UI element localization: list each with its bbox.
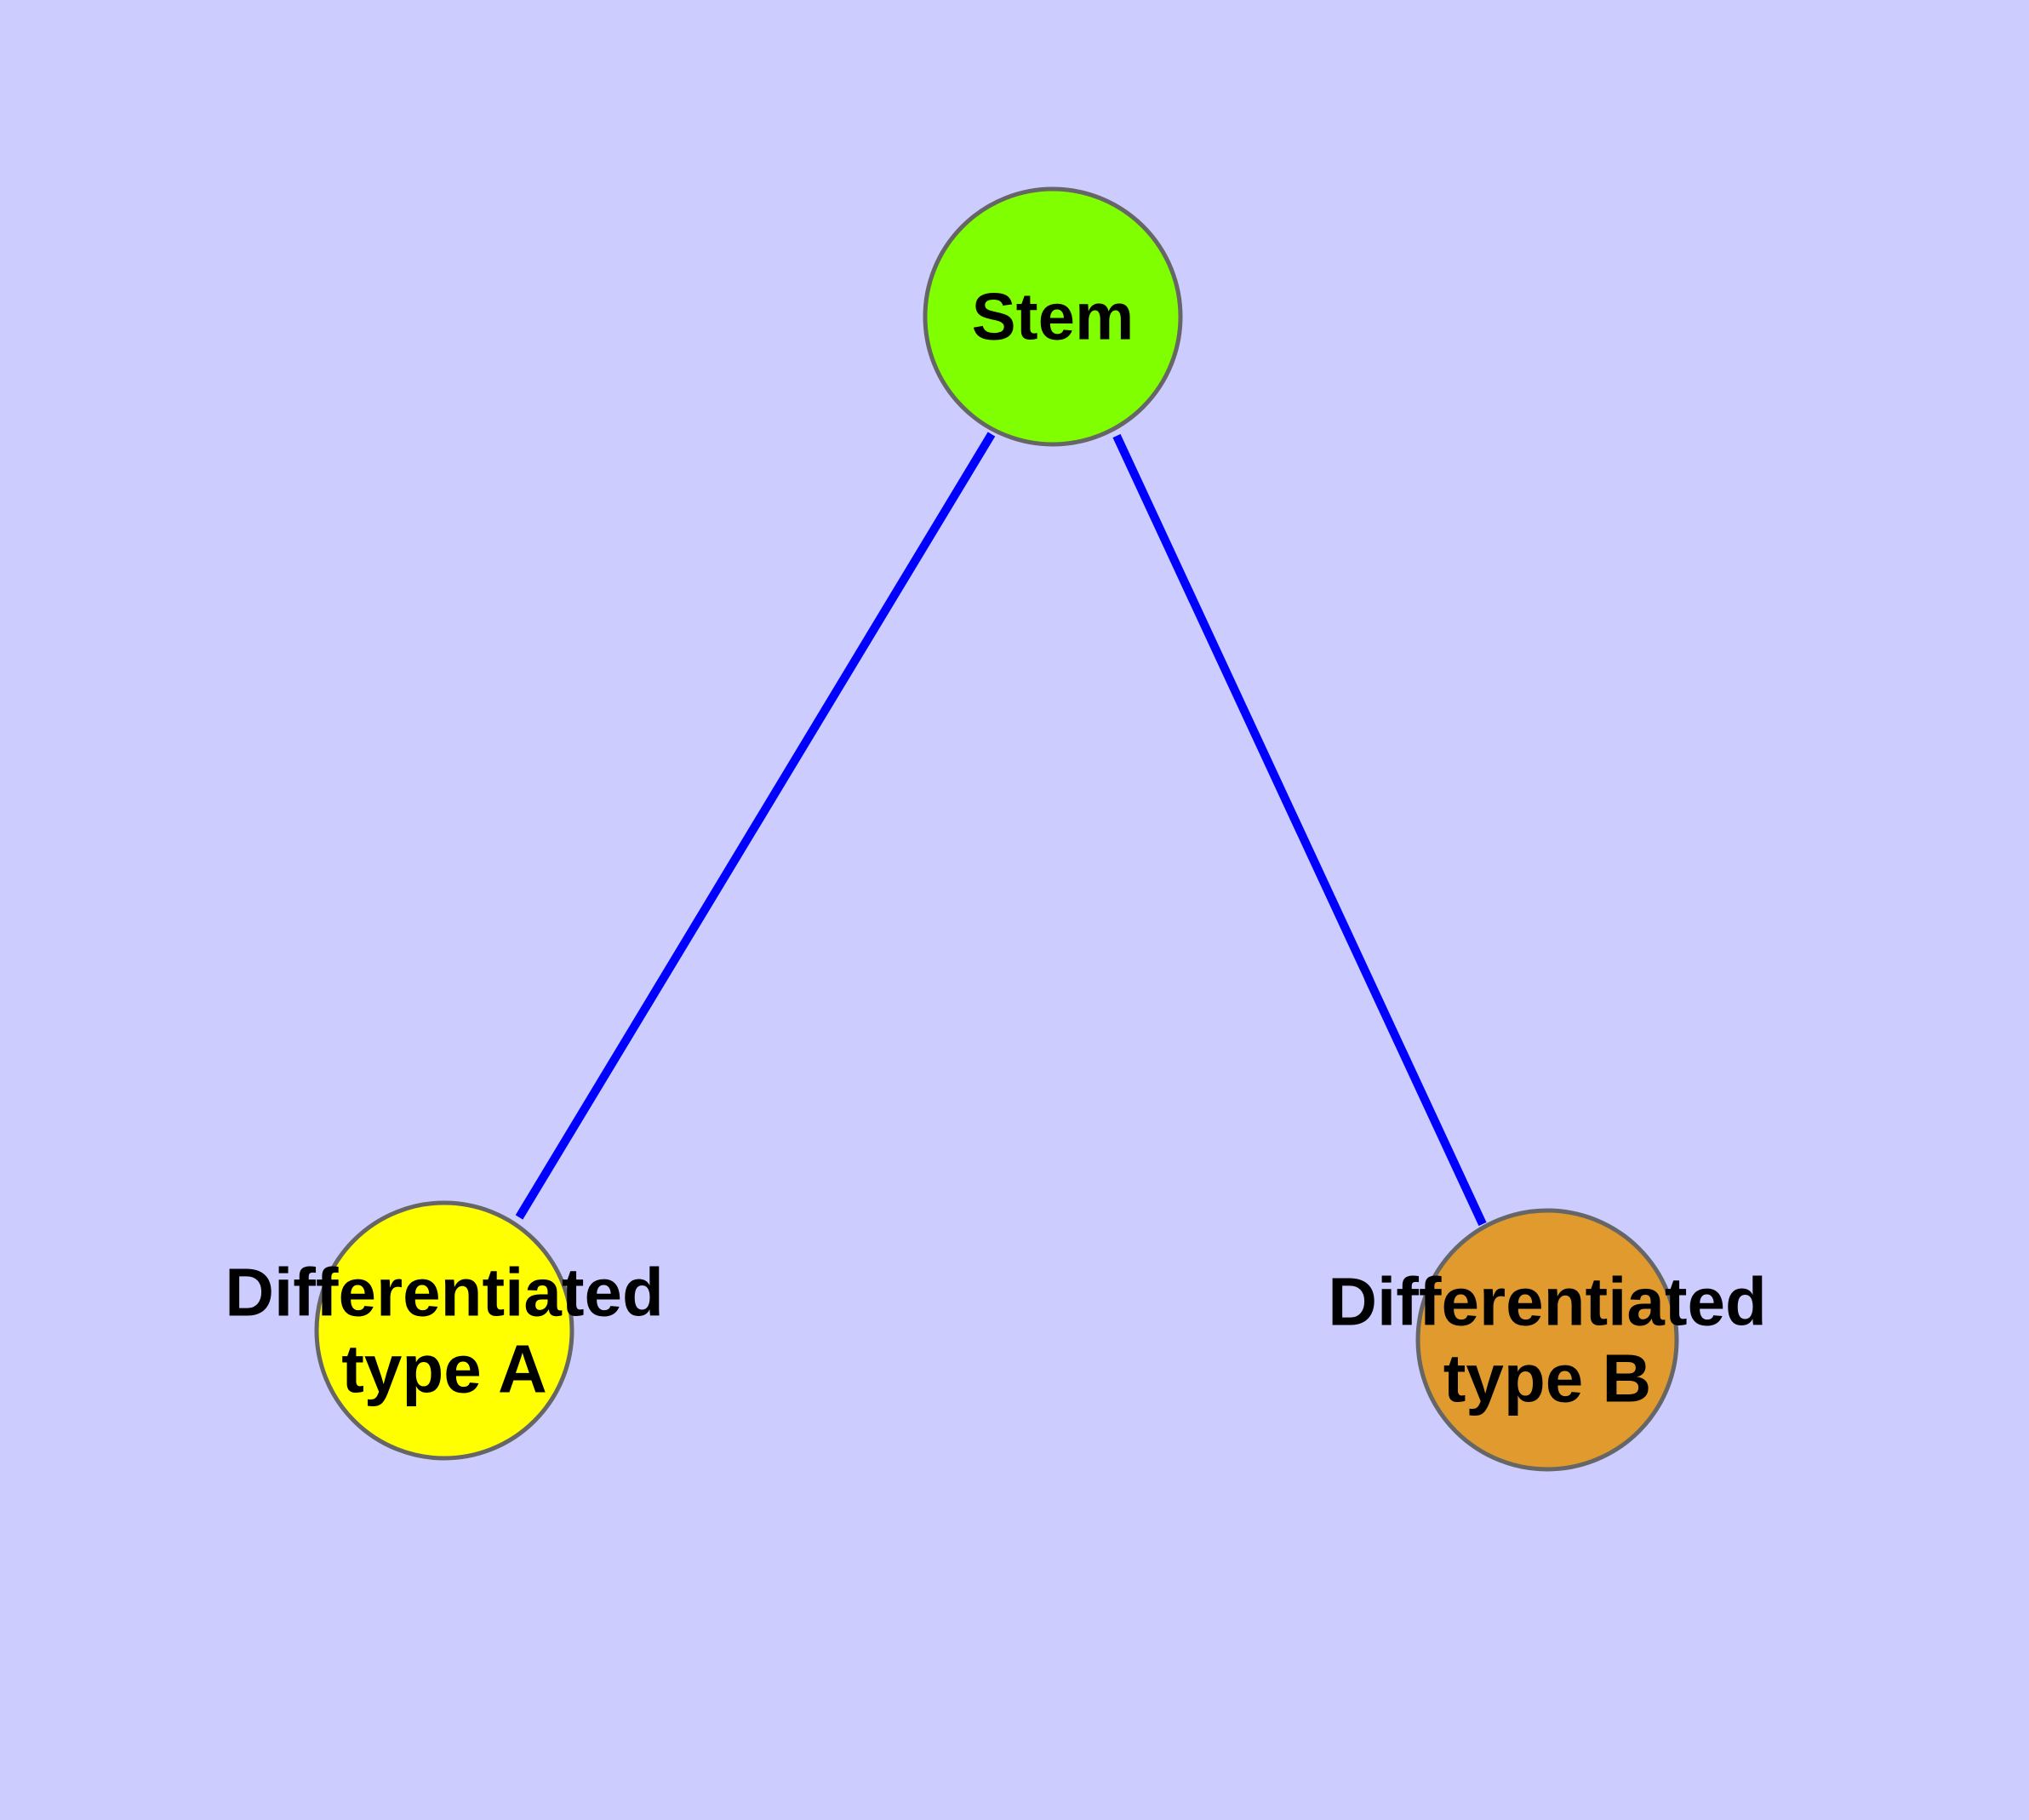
- node-circle-stem[interactable]: [923, 186, 1183, 447]
- edge-stem-to-diff-b[interactable]: [1112, 433, 1487, 1227]
- node-circle-diff-a[interactable]: [314, 1200, 574, 1461]
- edge-stem-to-diff-a[interactable]: [515, 432, 996, 1220]
- edges-group: [515, 432, 1487, 1227]
- node-circle-diff-b[interactable]: [1415, 1208, 1679, 1472]
- nodes-group: [314, 186, 1679, 1472]
